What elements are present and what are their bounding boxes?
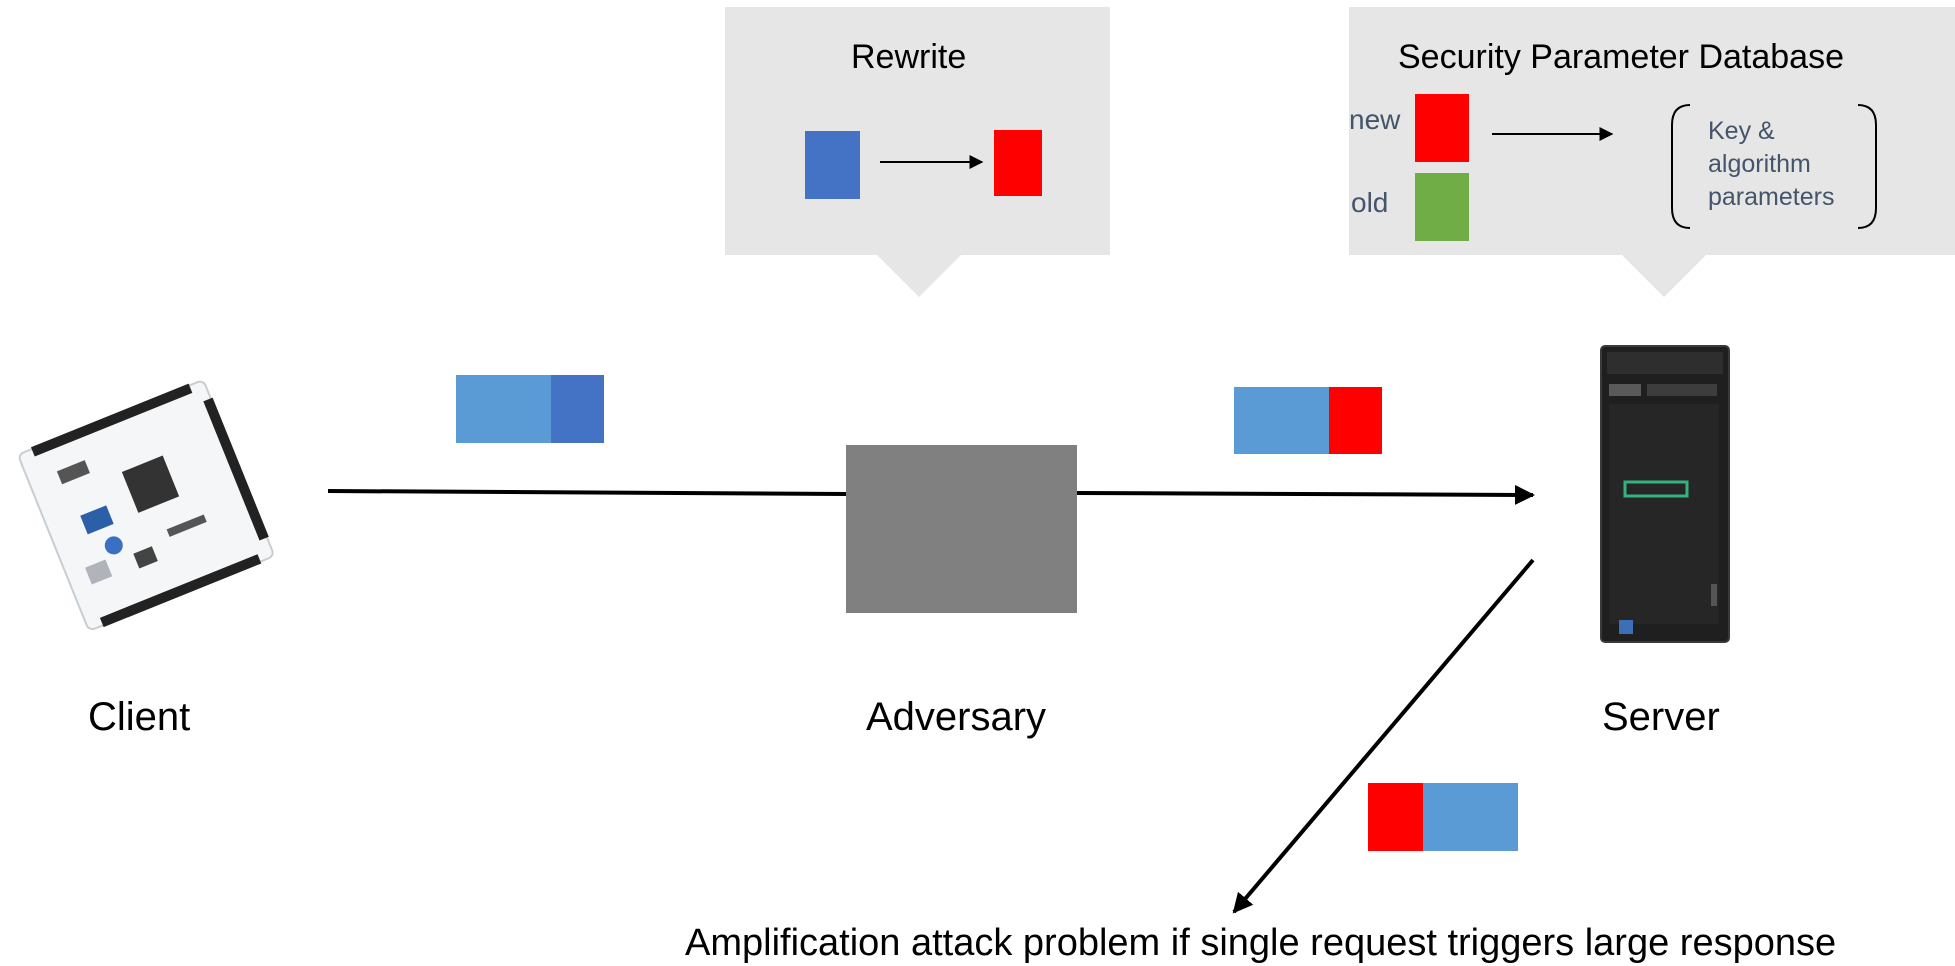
client-label: Client <box>88 695 191 739</box>
param-line-2: algorithm <box>1708 150 1811 178</box>
modified-packet-field <box>1329 387 1382 454</box>
server-tower-image <box>1600 345 1730 643</box>
params-right-paren <box>1857 104 1877 229</box>
adversary-label: Adversary <box>866 695 1047 739</box>
adversary-box <box>846 445 1077 613</box>
client-packet-payload <box>456 375 551 443</box>
rewritten-field-block <box>994 130 1042 196</box>
original-field-block <box>805 131 860 199</box>
rewrite-title: Rewrite <box>851 38 967 76</box>
client-packet-field <box>551 375 604 443</box>
params-left-paren <box>1671 104 1691 229</box>
rewrite-callout-tail <box>877 255 961 297</box>
modified-packet-payload <box>1234 387 1329 454</box>
new-label: new <box>1349 104 1401 135</box>
old-entry-block <box>1415 173 1469 241</box>
adversary-to-server-arrow <box>1076 484 1535 505</box>
param-line-3: parameters <box>1708 183 1835 211</box>
new-entry-block <box>1415 94 1469 162</box>
response-packet-field <box>1368 783 1423 851</box>
server-response-arrow <box>1232 558 1535 914</box>
client-board-image <box>18 380 274 631</box>
response-packet-payload <box>1423 783 1518 851</box>
rewrite-callout <box>725 7 1110 255</box>
server-label: Server <box>1602 695 1720 739</box>
key-parameters-text: Key & algorithm parameters <box>1708 115 1834 214</box>
old-label: old <box>1351 187 1389 218</box>
amplification-note: Amplification attack problem if single r… <box>685 922 1837 964</box>
client-to-adversary-line <box>327 489 847 496</box>
database-callout-tail <box>1622 255 1706 297</box>
param-line-1: Key & <box>1708 117 1775 145</box>
database-title: Security Parameter Database <box>1398 38 1844 76</box>
